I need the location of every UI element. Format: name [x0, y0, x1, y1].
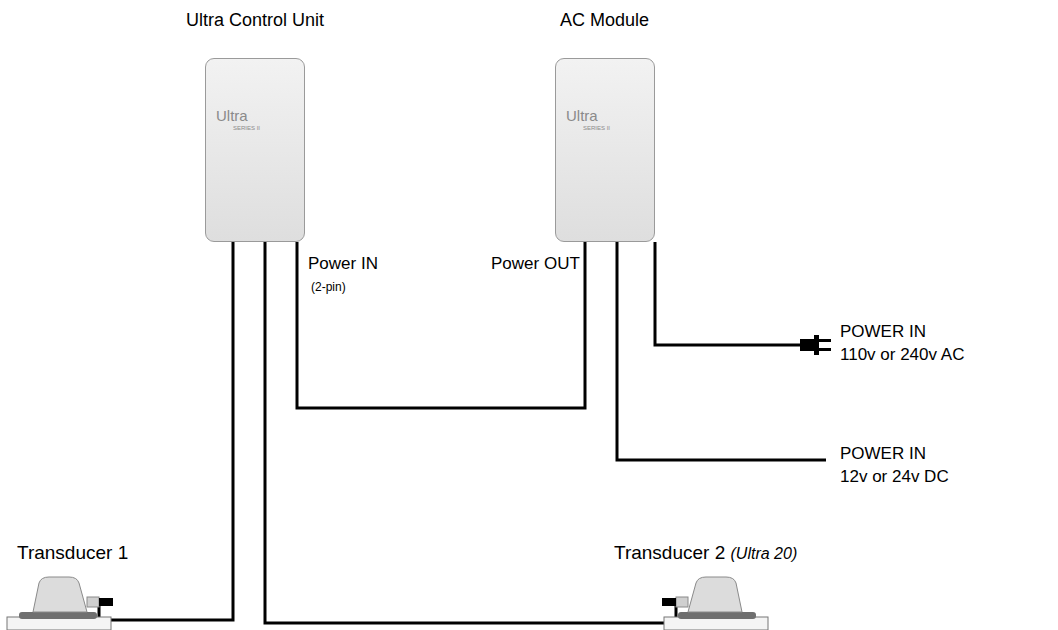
transducer-label: Transducer 2 (Ultra 20) — [612, 542, 799, 564]
unit-title: AC Module — [560, 10, 649, 31]
socket — [676, 597, 688, 607]
power-label: (2-pin) — [309, 280, 348, 294]
brand-logo: Ultra — [216, 107, 248, 124]
transducer-shape — [662, 575, 770, 630]
base-ring — [19, 612, 97, 619]
base-ring — [678, 612, 756, 619]
series-mark: SERIES II — [233, 125, 260, 131]
transducer-body — [7, 577, 113, 630]
transducer-body — [662, 577, 768, 630]
transducer-label: Transducer 1 — [15, 542, 130, 564]
power-label: 12v or 24v DC — [838, 467, 951, 487]
power-label: Power IN — [306, 254, 380, 274]
housing: UltraSERIES II — [555, 58, 655, 242]
dome — [33, 577, 87, 612]
transducer-shape — [5, 575, 113, 630]
socket — [87, 597, 99, 607]
transducer: Transducer 1 — [5, 575, 113, 630]
brand-logo: Ultra — [566, 107, 598, 124]
connector-plug — [662, 598, 676, 606]
module-box: UltraSERIES IIUltra Control Unit — [205, 58, 305, 242]
power-label: Power OUT — [489, 254, 582, 274]
module-box: UltraSERIES IIAC Module — [555, 58, 655, 242]
power-label: 110v or 240v AC — [838, 345, 966, 365]
model-note: (Ultra 20) — [731, 545, 798, 562]
power-label: POWER IN — [838, 322, 928, 342]
power-label: POWER IN — [838, 444, 928, 464]
dome — [688, 577, 742, 612]
housing: UltraSERIES II — [205, 58, 305, 242]
transducer: Transducer 2 (Ultra 20) — [662, 575, 770, 630]
cable — [265, 242, 676, 623]
label-text: Transducer 1 — [17, 542, 128, 563]
ac-cable — [655, 242, 803, 345]
ac-plug — [800, 335, 831, 355]
cable — [297, 242, 585, 408]
label-text: Transducer 2 — [614, 542, 725, 563]
dc-cable — [617, 242, 826, 460]
unit-title: Ultra Control Unit — [186, 10, 324, 31]
connector-plug — [99, 598, 113, 606]
series-mark: SERIES II — [583, 125, 610, 131]
